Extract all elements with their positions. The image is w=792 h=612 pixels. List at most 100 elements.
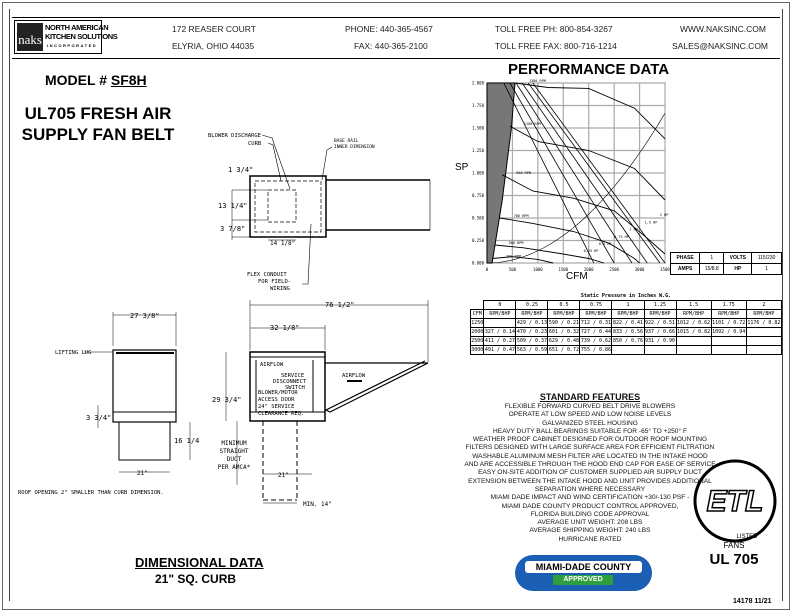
system-curve	[486, 113, 666, 264]
y-axis-label: SP	[455, 162, 469, 173]
rpm-bhp-cell	[710, 345, 747, 355]
rpm-bhp-cell: 755 / 0.86	[579, 345, 613, 355]
rpm-bhp-cell: 822 / 0.41	[611, 318, 645, 328]
feature-item: HEAVY DUTY BALL BEARINGS SUITABLE FOR -6…	[493, 427, 687, 435]
rpm-bhp-cell	[643, 345, 677, 355]
rpm-bhp-cell: 1015 / 0.82	[675, 327, 712, 337]
label: BLOWER DISCHARGE	[208, 133, 261, 139]
product-title: UL705 FRESH AIR	[24, 104, 172, 123]
rpm-bhp-cell	[611, 345, 645, 355]
miami-dade-badge: MIAMI-DADE COUNTY APPROVED	[515, 555, 652, 591]
rpm-bhp-cell: 509 / 0.37	[515, 336, 549, 346]
badge-text: MIAMI-DADE COUNTY	[525, 561, 642, 573]
logo-line: KITCHEN SOLUTIONS	[45, 32, 118, 41]
address-line: 172 REASER COURT	[172, 24, 256, 34]
dimension: 3 3/4"	[86, 414, 111, 422]
amps-label: AMPS	[669, 263, 701, 275]
column-header: RPM/BHP	[675, 309, 712, 319]
feature-item: SEPARATION WHERE NECESSARY	[534, 485, 646, 493]
label: 24" SERVICE	[258, 404, 294, 410]
dimension: 21"	[278, 472, 289, 479]
dimension: 16 1/4	[174, 437, 199, 445]
email-link[interactable]: SALES@NAKSINC.COM	[672, 41, 769, 51]
ul-label: UL 705	[709, 551, 759, 568]
company-logo: naks NORTH AMERICAN KITCHEN SOLUTIONS IN…	[14, 20, 118, 54]
inner-border	[9, 9, 783, 601]
website-link[interactable]: WWW.NAKSINC.COM	[680, 24, 766, 34]
label: FOR FIELD-	[258, 279, 291, 285]
y-tick-label: 1.250	[472, 148, 485, 153]
column-header: RPM/BHP	[611, 309, 645, 319]
rpm-bhp-cell: 563 / 0.59	[515, 345, 549, 355]
cfm-cell: 2500	[469, 336, 485, 346]
hp-curve-label: 0.75 HP	[614, 235, 629, 239]
x-tick-label: 0	[486, 267, 489, 272]
standard-features: STANDARD FEATURES FLEXIBLE FORWARD CURVE…	[425, 392, 755, 544]
model-label: MODEL #	[45, 72, 107, 88]
rpm-bhp-cell: 327 / 0.14	[483, 327, 517, 337]
x-tick-label: 2000	[584, 267, 594, 272]
hp-value: 1	[751, 263, 782, 275]
rpm-curve	[502, 174, 666, 255]
dimension: 21"	[137, 470, 148, 477]
header-rule-bottom	[12, 58, 780, 59]
dimensional-title: DIMENSIONAL DATA	[135, 555, 264, 570]
phone: PHONE: 440-365-4567	[345, 24, 433, 34]
amps-value: 15/8.8	[699, 263, 725, 275]
x-tick-label: 500	[509, 267, 517, 272]
rpm-bhp-cell: 429 / 0.13	[515, 318, 549, 328]
rpm-curve-label: 500 RPM	[509, 241, 524, 245]
cfm-header: CFM	[469, 309, 485, 319]
volts-label: VOLTS	[723, 252, 753, 264]
rpm-bhp-cell: 727 / 0.44	[579, 327, 613, 337]
product-title: SUPPLY FAN BELT	[21, 125, 175, 144]
dimension: 76 1/2"	[325, 301, 355, 309]
rpm-bhp-cell: 922 / 0.51	[643, 318, 677, 328]
blank	[471, 301, 484, 310]
column-header: RPM/BHP	[579, 309, 613, 319]
performance-title: PERFORMANCE DATA	[508, 61, 670, 78]
y-tick-label: 2.000	[472, 81, 485, 86]
label: ACCESS DOOR	[258, 397, 295, 403]
hp-curve	[509, 82, 615, 264]
etl-listed-logo: ETL LISTED	[693, 459, 777, 543]
hp-curve	[527, 82, 661, 264]
rpm-bhp-cell: 651 / 0.72	[547, 345, 581, 355]
logo-line: INCORPORATED	[47, 43, 98, 48]
feature-item: AND ARE ACCESSIBLE THROUGH THE HOOD END …	[464, 461, 716, 469]
toll-free-fax: TOLL FREE FAX: 800-716-1214	[495, 41, 617, 51]
pressure-header: 0.75	[579, 300, 613, 310]
rpm-bhp-cell: 931 / 0.90	[643, 336, 677, 346]
pressure-header: 1	[611, 300, 645, 310]
hp-curve-label: 2 HP	[660, 213, 668, 217]
rpm-bhp-cell	[483, 318, 517, 328]
hp-curve	[521, 82, 648, 264]
dimension: 29 3/4"	[212, 396, 242, 404]
rpm-bhp-cell: 411 / 0.27	[483, 336, 517, 346]
column-header: RPM/BHP	[745, 309, 783, 319]
pressure-header: 1.25	[643, 300, 677, 310]
rpm-curve	[499, 217, 640, 264]
dimension: 14 1/8"	[270, 240, 295, 247]
label: CLEARANCE REQ.	[258, 411, 304, 417]
y-tick-label: 0.000	[472, 261, 485, 266]
badge-text: APPROVED	[553, 575, 613, 585]
rpm-bhp-cell: 629 / 0.48	[547, 336, 581, 346]
feature-item: HURRICANE RATED	[558, 535, 622, 543]
logo-mark: naks	[17, 23, 43, 51]
feature-item: AVERAGE UNIT WEIGHT: 208 LBS	[537, 519, 643, 527]
dimension: 13 1/4"	[218, 202, 248, 210]
rpm-bhp-cell: 1101 / 0.72	[710, 318, 747, 328]
hp-curve	[515, 82, 633, 264]
pressure-header: 1.75	[710, 300, 747, 310]
feature-item: EXTENSION BETWEEN THE INTAKE HOOD AND UN…	[468, 477, 712, 485]
y-tick-label: 0.500	[472, 216, 485, 221]
dimension: 3 7/8"	[220, 225, 245, 233]
rpm-bhp-cell: 491 / 0.47	[483, 345, 517, 355]
rpm-bhp-cell: 833 / 0.56	[611, 327, 645, 337]
rpm-curve	[492, 256, 554, 264]
